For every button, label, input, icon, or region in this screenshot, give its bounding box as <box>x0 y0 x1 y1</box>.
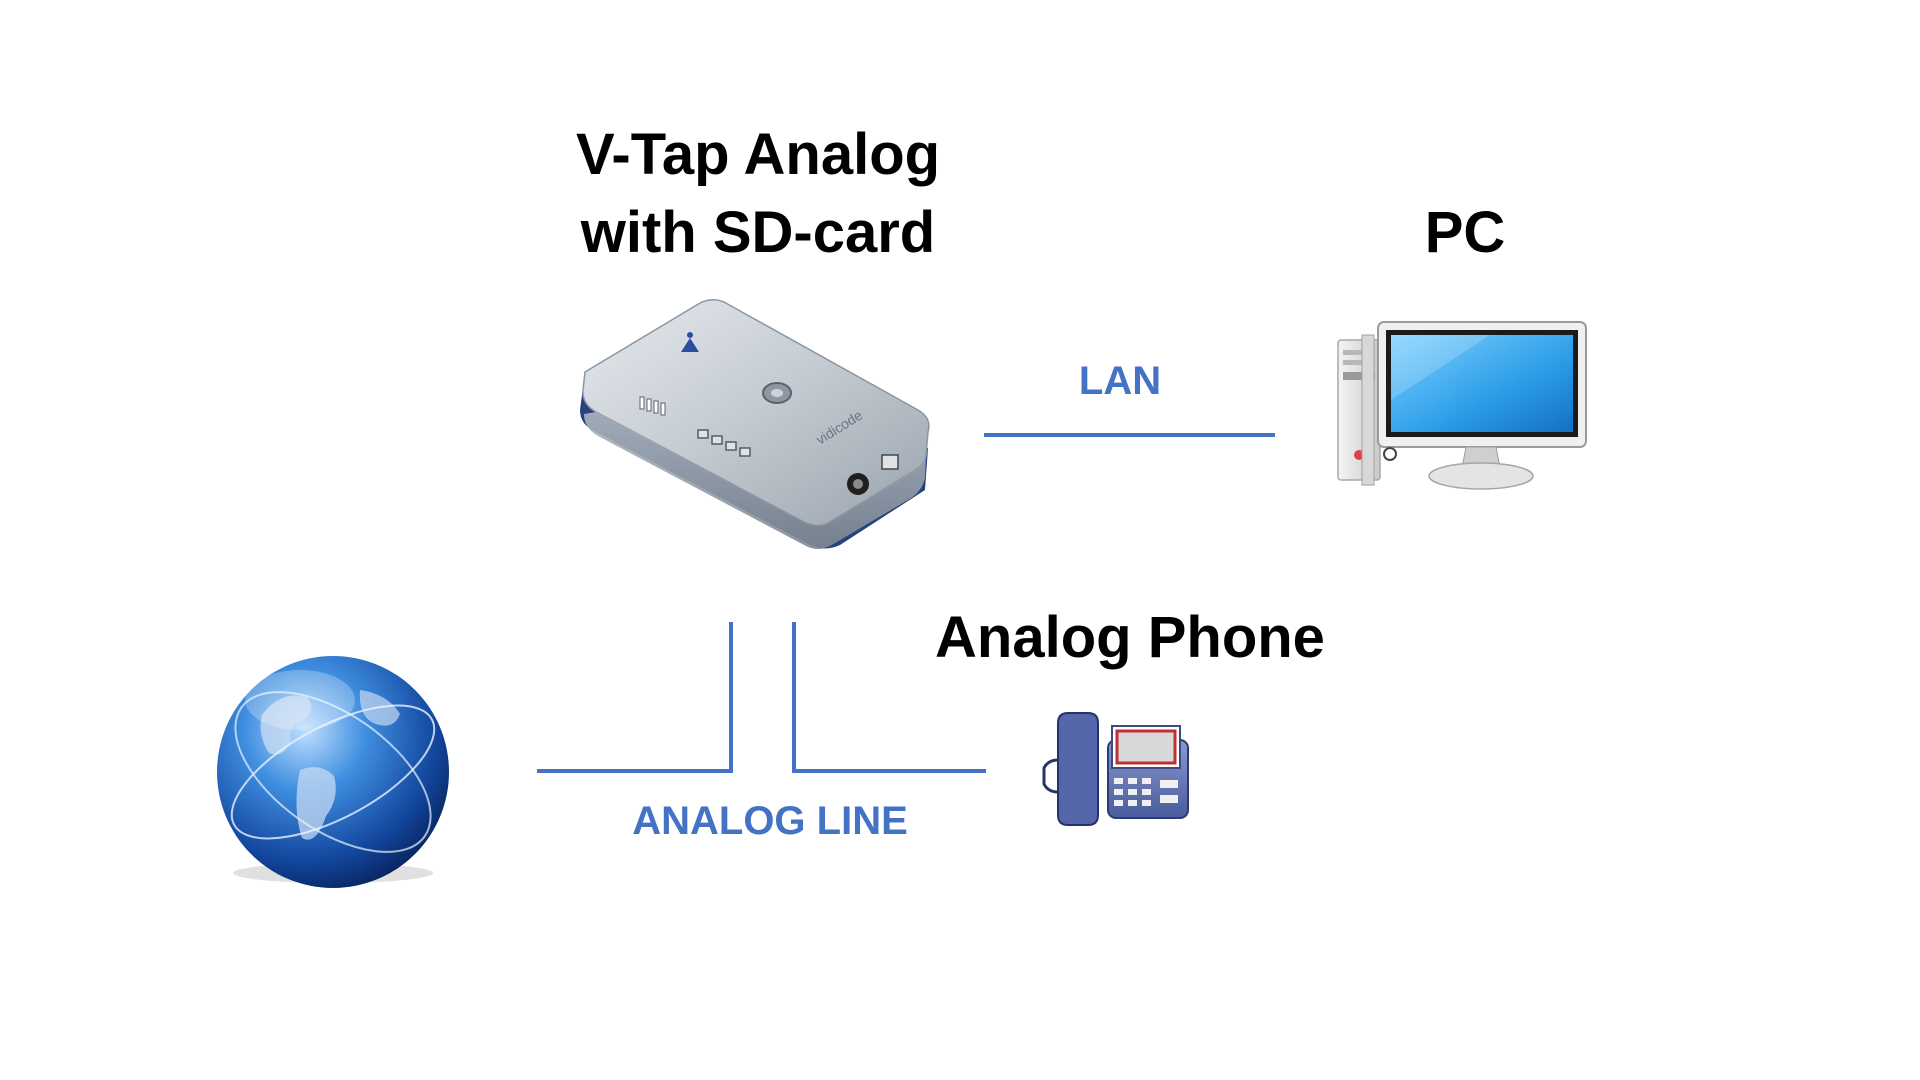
pc-title: PC <box>1424 200 1506 265</box>
analog-line-right <box>792 622 986 773</box>
vtap-device-icon: vidicode <box>580 299 930 549</box>
analog-line-left <box>537 622 733 773</box>
phone-title: Analog Phone <box>935 605 1325 670</box>
lan-label: LAN <box>1078 359 1162 403</box>
phone-icon <box>1042 712 1189 826</box>
analog-line-label: ANALOG LINE <box>632 799 908 843</box>
pc-icon <box>1337 321 1587 490</box>
device-title-line1: V-Tap Analog <box>575 122 941 187</box>
device-title-line2: with SD-card <box>580 200 936 265</box>
globe-icon <box>217 656 449 888</box>
